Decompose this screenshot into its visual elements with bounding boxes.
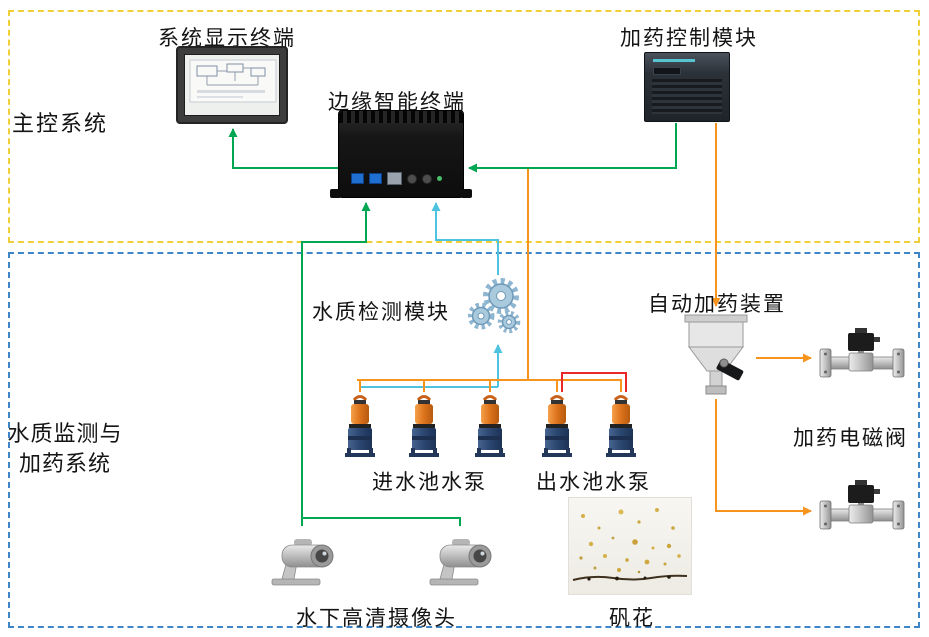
floc-label: 矾花 [609, 606, 655, 630]
water-quality-module-image [468, 276, 528, 340]
inlet-pump1-image [341, 392, 379, 458]
controller-vents [652, 79, 722, 114]
power-connector-icon [407, 173, 417, 184]
submersible-pump-icon [542, 395, 572, 457]
submersible-pump-icon [475, 395, 505, 457]
inlet-pump3-image [471, 392, 509, 458]
antenna-connector-icon [422, 173, 432, 184]
status-led-icon [437, 176, 442, 181]
usb-port-icon [369, 173, 382, 184]
monitor-frame-icon [176, 46, 288, 124]
auto-dosing-device-image [677, 313, 755, 401]
ethernet-port-icon [387, 172, 402, 185]
main-control-group-label: 主控系统 [12, 112, 109, 137]
underwater-camera-label: 水下高清摄像头 [296, 606, 457, 630]
outlet-pump1-image [538, 392, 576, 458]
ptz-camera-icon [429, 539, 492, 586]
ptz-camera-icon [271, 539, 334, 586]
inlet-pumps-label: 进水池水泵 [372, 470, 487, 494]
outlet-pumps-label: 出水池水泵 [536, 470, 651, 494]
underwater-camera2-image [424, 525, 496, 589]
floc-photo [568, 497, 692, 595]
dosing-system-group-label-line2: 加药系统 [18, 452, 111, 477]
gears-icon [468, 278, 521, 334]
controller-brand-stripe [653, 59, 695, 62]
underwater-camera1-image [266, 525, 338, 589]
water-quality-module-label: 水质检测模块 [312, 300, 450, 324]
display-terminal-image [176, 46, 288, 124]
usb-port-icon [351, 173, 364, 184]
edge-terminal-ports [351, 172, 442, 185]
monitor-screen-sketch [185, 55, 279, 115]
submersible-pump-icon [409, 395, 439, 457]
mounting-ear-right [462, 189, 472, 198]
edge-terminal-image [330, 110, 472, 198]
solenoid-valve-icon [819, 328, 905, 378]
monitor-screen [184, 54, 280, 116]
floc-photo-sketch [572, 508, 688, 581]
dosing-control-module-image [644, 52, 730, 122]
main-control-group-box [8, 10, 920, 243]
submersible-pump-icon [606, 395, 636, 457]
dosing-system-group-label-line1: 水质监测与 [7, 422, 123, 447]
inlet-pump2-image [405, 392, 443, 458]
solenoid-valve2-image [818, 480, 906, 542]
solenoid-valve-label: 加药电磁阀 [793, 426, 908, 450]
controller-box-icon [644, 52, 730, 122]
hopper-doser-icon [684, 314, 748, 395]
edge-terminal-box-icon [330, 110, 472, 198]
controller-display-slot [653, 67, 681, 75]
auto-dosing-device-label: 自动加药装置 [648, 292, 786, 316]
submersible-pump-icon [345, 395, 375, 457]
solenoid-valve-icon [819, 480, 905, 530]
solenoid-valve1-image [818, 328, 906, 390]
edge-terminal-heatsink [339, 111, 463, 123]
outlet-pump2-image [602, 392, 640, 458]
dosing-control-module-label: 加药控制模块 [620, 26, 758, 50]
mounting-ear-left [330, 189, 340, 198]
